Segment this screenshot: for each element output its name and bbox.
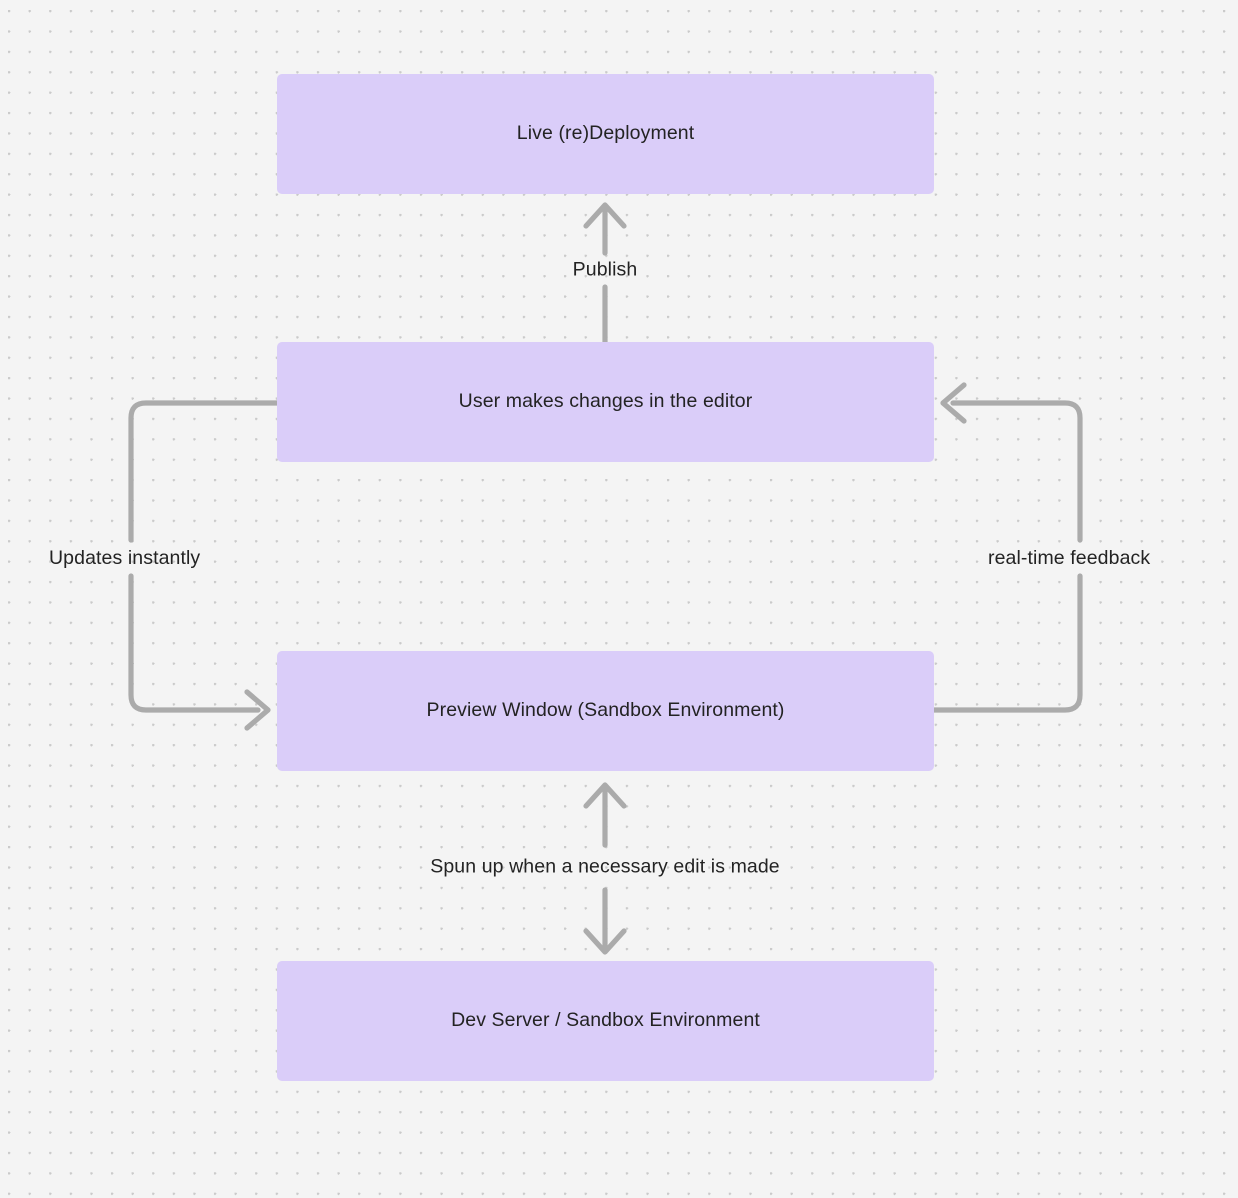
arrowhead-right-updates	[244, 689, 271, 731]
node-preview-window[interactable]: Preview Window (Sandbox Environment)	[277, 651, 934, 771]
arrowhead-up-spunup	[583, 782, 627, 809]
arrowhead-down-spunup	[583, 928, 627, 955]
node-live-deployment[interactable]: Live (re)Deployment	[277, 74, 934, 194]
edge-label-publish: Publish	[572, 258, 638, 281]
edge-label-real-time-feedback: real-time feedback	[988, 547, 1151, 569]
node-label-user-edits: User makes changes in the editor	[458, 390, 753, 413]
node-label-preview-window: Preview Window (Sandbox Environment)	[426, 699, 785, 722]
edge-label-spun-up: Spun up when a necessary edit is made	[430, 855, 780, 878]
arrowhead-up-publish	[583, 202, 627, 229]
edge-label-updates-instantly: Updates instantly	[49, 547, 201, 569]
node-label-dev-server: Dev Server / Sandbox Environment	[451, 1009, 760, 1032]
arrowhead-left-feedback	[940, 382, 967, 424]
node-dev-server[interactable]: Dev Server / Sandbox Environment	[277, 961, 934, 1081]
node-label-live-deployment: Live (re)Deployment	[516, 122, 695, 145]
node-user-edits[interactable]: User makes changes in the editor	[277, 342, 934, 462]
